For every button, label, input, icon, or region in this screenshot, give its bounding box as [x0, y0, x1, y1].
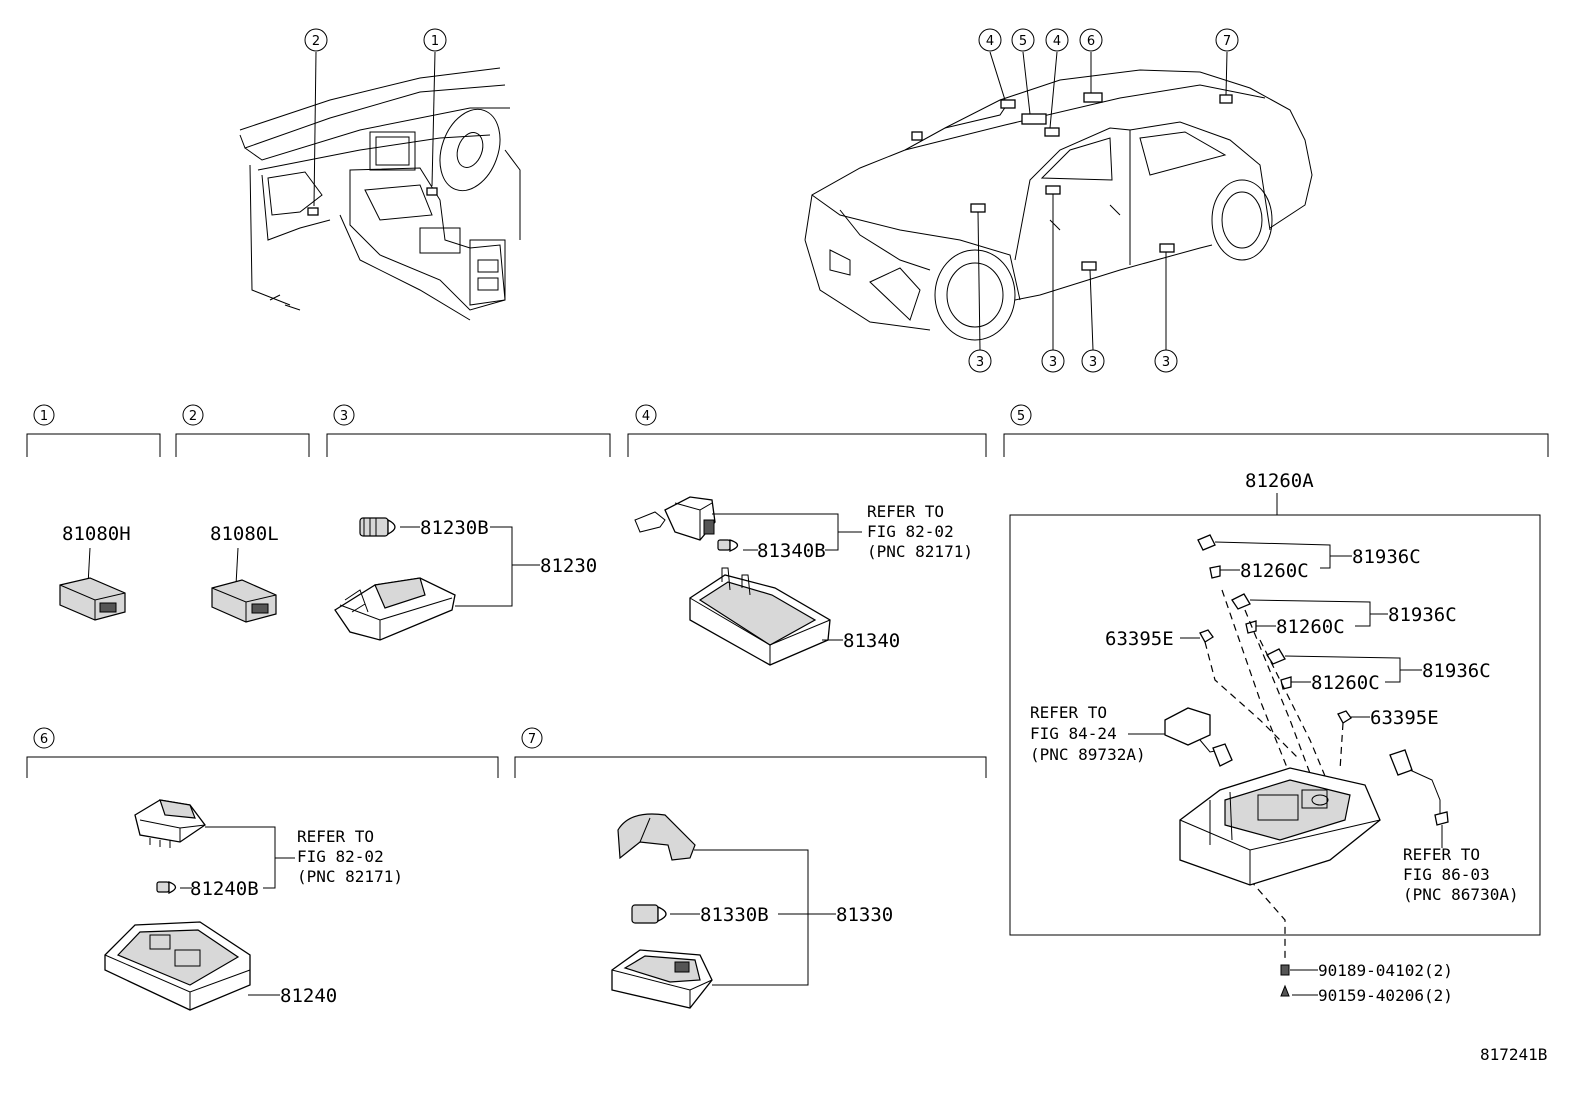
microphone-connector-part: [1389, 749, 1449, 826]
refer-to-note: REFER TO: [297, 827, 374, 846]
lamp-lens-part: [617, 813, 696, 861]
overhead-console-part: [1179, 767, 1381, 886]
callout-number: 3: [1089, 355, 1097, 370]
section-number: 5: [1017, 409, 1025, 424]
screw-icon: [1280, 984, 1290, 997]
part-number-label: 81260C: [1311, 672, 1380, 694]
part-number-label: 81936C: [1352, 546, 1421, 568]
callout-number: 3: [1162, 355, 1170, 370]
callout-number: 4: [986, 34, 994, 49]
refer-to-note: REFER TO: [1403, 845, 1480, 864]
map-lamp-connector-part: [134, 799, 206, 848]
callout-number: 6: [1087, 34, 1095, 49]
part-number-label: 63395E: [1370, 707, 1439, 729]
part-number-label: 81240B: [190, 878, 259, 900]
callout-number: 7: [1223, 34, 1231, 49]
refer-to-note: REFER TO: [867, 502, 944, 521]
part-number-label: 81330: [836, 904, 893, 926]
part-number-label: 81340B: [757, 540, 826, 562]
refer-to-note: FIG 82-02: [867, 522, 954, 541]
map-lamp-housing-part: [104, 921, 251, 1011]
callout-circle: [423, 28, 447, 52]
callout-number: 1: [431, 34, 439, 49]
refer-to-note: REFER TO: [1030, 703, 1107, 722]
callout-number: 3: [976, 355, 984, 370]
part-number-label: 81936C: [1422, 660, 1491, 682]
refer-to-note: (PNC 82171): [297, 867, 403, 886]
part-number-label: 81330B: [700, 904, 769, 926]
lamp-connector-part: [634, 496, 716, 541]
part-number-label: 81230B: [420, 517, 489, 539]
screw-icon: [1280, 964, 1290, 976]
figure-id: 817241B: [1480, 1045, 1547, 1064]
part-number-label: 90159-40206(2): [1318, 986, 1453, 1005]
callout-number: 4: [1053, 34, 1061, 49]
lamp-housing-part: [611, 949, 713, 1009]
callout-number: 3: [1049, 355, 1057, 370]
part-number-label: 81340: [843, 630, 900, 652]
bulb-icon: [717, 539, 739, 552]
part-number-label: 81080L: [210, 523, 279, 545]
interior-overview-illustration: [239, 67, 521, 321]
bulb-icon: [156, 881, 177, 895]
part-number-label: 81936C: [1388, 604, 1457, 626]
part-number-label: 81260C: [1276, 616, 1345, 638]
part-number-label: 81080H: [62, 523, 131, 545]
section-number: 4: [642, 409, 650, 424]
refer-to-note: (PNC 82171): [867, 542, 973, 561]
bulb-icon: [631, 904, 667, 924]
bulb-icon: [359, 517, 396, 537]
refer-to-note: (PNC 86730A): [1403, 885, 1519, 904]
callout-circle: [304, 28, 328, 52]
refer-to-note: FIG 82-02: [297, 847, 384, 866]
part-number-label: 90189-04102(2): [1318, 961, 1453, 980]
section-number: 3: [340, 409, 348, 424]
sensor-connector-part: [1164, 707, 1233, 767]
refer-to-note: (PNC 89732A): [1030, 745, 1146, 764]
section-number: 7: [528, 732, 536, 747]
refer-to-note: FIG 86-03: [1403, 865, 1490, 884]
assembly-frame: [1009, 514, 1541, 936]
part-number-label: 81260C: [1240, 560, 1309, 582]
callout-number: 2: [312, 34, 320, 49]
refer-to-note: FIG 84-24: [1030, 724, 1117, 743]
courtesy-lamp-part: [59, 577, 126, 621]
callout-number: 5: [1019, 34, 1027, 49]
assembly-label: 81260A: [1245, 470, 1314, 492]
section-number: 1: [40, 409, 48, 424]
vehicle-overview-illustration: [804, 69, 1313, 341]
section-number: 6: [40, 732, 48, 747]
part-number-label: 63395E: [1105, 628, 1174, 650]
glove-box-lamp-part: [334, 577, 456, 641]
vanity-lamp-part: [689, 567, 831, 666]
courtesy-lamp-part: [211, 579, 277, 623]
part-number-label: 81240: [280, 985, 337, 1007]
part-number-label: 81230: [540, 555, 597, 577]
section-number: 2: [189, 409, 197, 424]
